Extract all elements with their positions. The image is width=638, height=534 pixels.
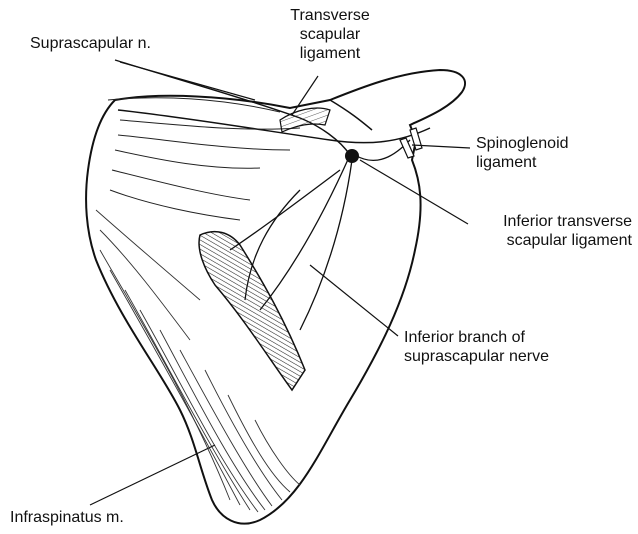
spinoglenoid-notch — [345, 149, 359, 163]
label-line: Transverse — [290, 6, 370, 25]
label-line: scapular ligament — [472, 231, 632, 250]
label-inferior-transverse-scapular-ligament: Inferior transverse scapular ligament — [472, 212, 632, 250]
label-line: ligament — [476, 153, 569, 172]
label-line: scapular — [290, 25, 370, 44]
label-spinoglenoid-ligament: Spinoglenoid ligament — [476, 134, 569, 172]
label-suprascapular-n: Suprascapular n. — [30, 34, 151, 53]
label-inferior-branch: Inferior branch of suprascapular nerve — [404, 328, 549, 366]
label-line: Spinoglenoid — [476, 134, 569, 153]
label-transverse-scapular-ligament: Transverse scapular ligament — [290, 6, 370, 63]
label-line: Inferior transverse — [472, 212, 632, 231]
label-line: ligament — [290, 44, 370, 63]
label-line: suprascapular nerve — [404, 347, 549, 366]
label-line: Inferior branch of — [404, 328, 549, 347]
label-infraspinatus-m: Infraspinatus m. — [10, 508, 124, 527]
